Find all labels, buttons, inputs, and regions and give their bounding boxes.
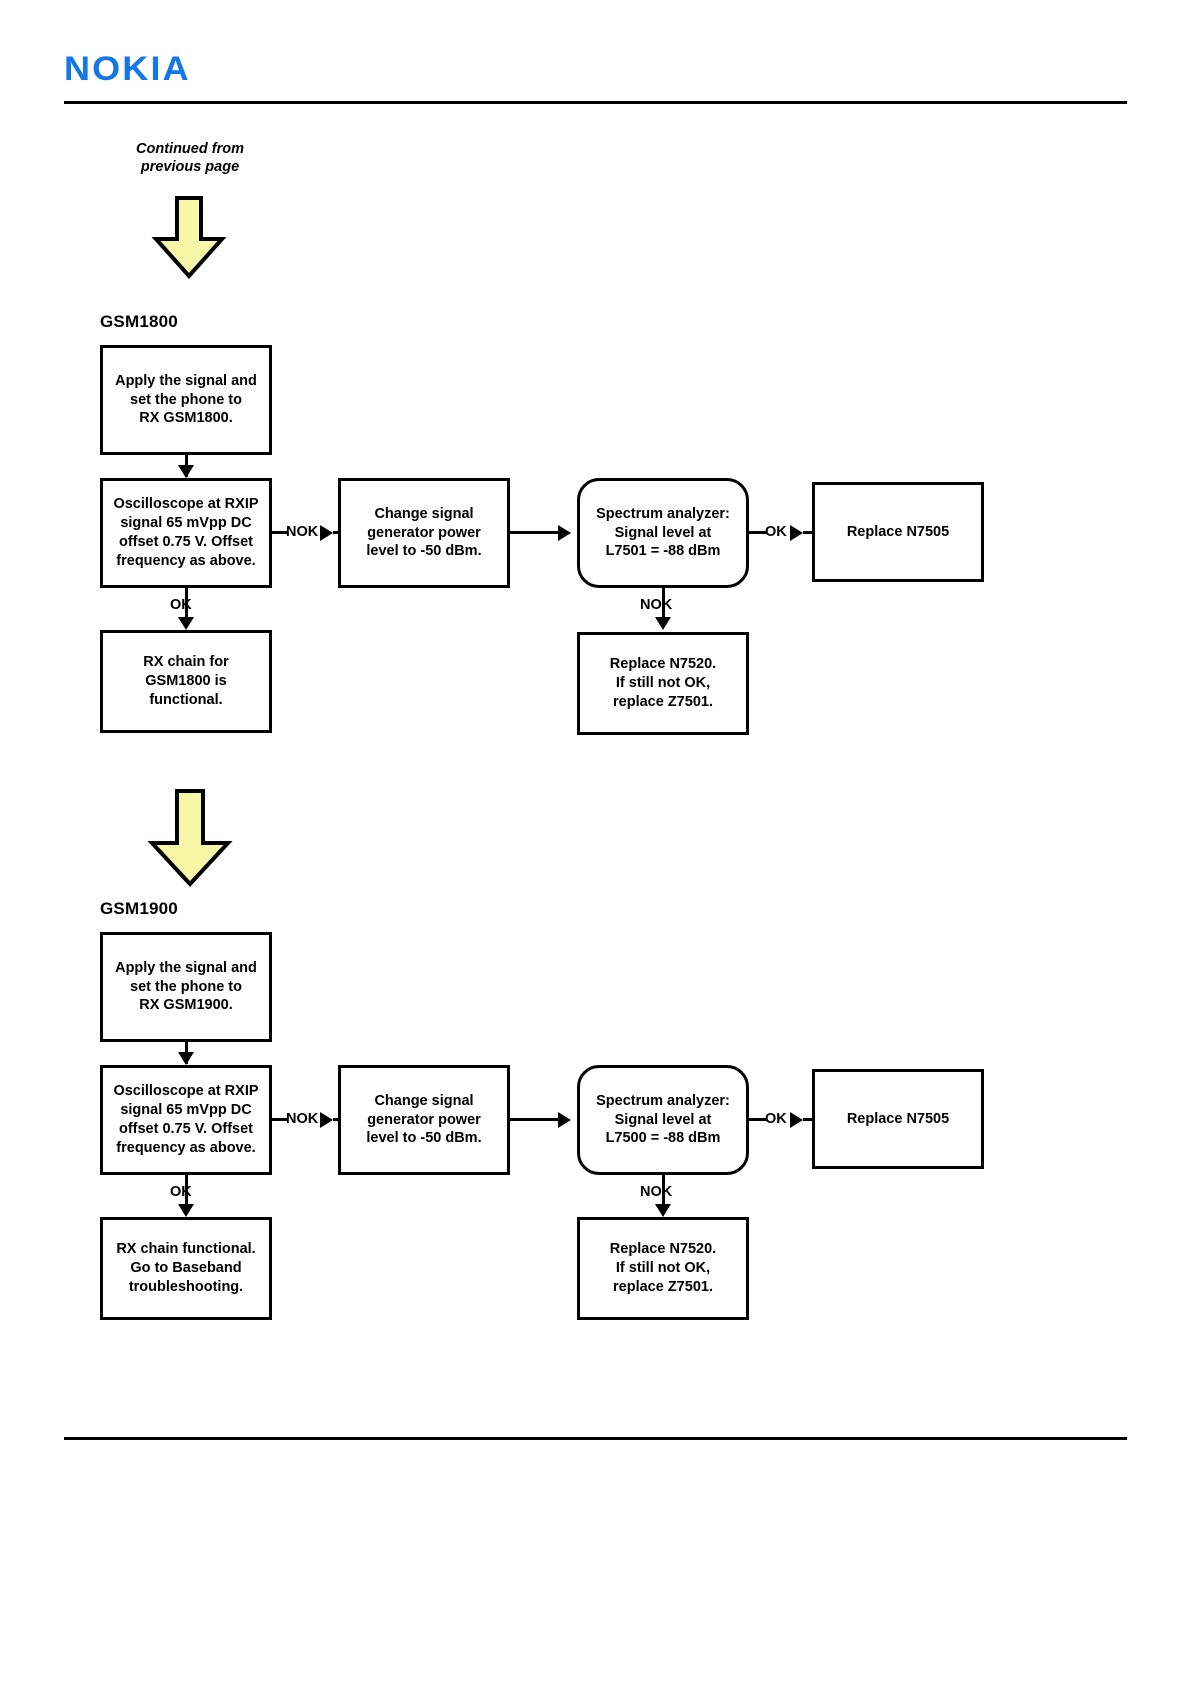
edge-label-nok-down-1: NOK	[640, 597, 673, 613]
edge-label-ok-spectrum-2: OK	[765, 1111, 787, 1127]
arrowhead-nok-down-2	[655, 1204, 671, 1217]
arrowhead-apply-to-oscilloscope-2	[178, 1052, 194, 1065]
connector-spectrum-to-replace-2-a	[749, 1118, 767, 1121]
box-rx-chain-functional-gsm1800[interactable]: RX chain for GSM1800 is functional.	[100, 630, 272, 733]
arrowhead-nok-osc-1	[320, 525, 333, 541]
flow-down-arrow-2	[146, 788, 234, 888]
arrowhead-ok-spectrum-2	[790, 1112, 803, 1128]
box-change-signal-generator-gsm1800[interactable]: Change signal generator power level to -…	[338, 478, 510, 588]
connector-osc-down-1	[185, 588, 188, 626]
box-oscilloscope-gsm1800[interactable]: Oscilloscope at RXIP signal 65 mVpp DC o…	[100, 478, 272, 588]
connector-spectrum-to-replace-2-b	[803, 1118, 813, 1121]
box-oscilloscope-gsm1900[interactable]: Oscilloscope at RXIP signal 65 mVpp DC o…	[100, 1065, 272, 1175]
box-spectrum-analyzer-gsm1900[interactable]: Spectrum analyzer: Signal level at L7500…	[577, 1065, 749, 1175]
edge-label-nok-osc-2: NOK	[286, 1111, 319, 1127]
edge-label-ok-down-2: OK	[170, 1184, 192, 1200]
header-rule	[64, 101, 1127, 104]
box-replace-n7505-gsm1800[interactable]: Replace N7505	[812, 482, 984, 582]
box-replace-n7520-gsm1900[interactable]: Replace N7520. If still not OK, replace …	[577, 1217, 749, 1320]
edge-label-ok-spectrum-1: OK	[765, 524, 787, 540]
connector-osc-to-change-2-b	[333, 1118, 338, 1121]
arrowhead-change-to-spectrum-1	[558, 525, 571, 541]
box-rx-chain-functional-gsm1900[interactable]: RX chain functional. Go to Baseband trou…	[100, 1217, 272, 1320]
box-replace-n7520-gsm1800[interactable]: Replace N7520. If still not OK, replace …	[577, 632, 749, 735]
box-replace-n7505-gsm1900[interactable]: Replace N7505	[812, 1069, 984, 1169]
connector-spectrum-down-1	[662, 588, 665, 626]
edge-label-nok-down-2: NOK	[640, 1184, 673, 1200]
connector-osc-to-change-1-b	[333, 531, 338, 534]
edge-label-nok-osc-1: NOK	[286, 524, 319, 540]
box-apply-signal-gsm1900[interactable]: Apply the signal and set the phone to RX…	[100, 932, 272, 1042]
arrowhead-nok-osc-2	[320, 1112, 333, 1128]
connector-osc-to-change-2-a	[272, 1118, 288, 1121]
arrowhead-nok-down-1	[655, 617, 671, 630]
arrowhead-ok-down-1	[178, 617, 194, 630]
section-label-gsm1800: GSM1800	[100, 312, 178, 331]
nokia-logo: NOKIA	[64, 50, 191, 88]
connector-spectrum-to-replace-1-a	[749, 531, 767, 534]
arrowhead-ok-spectrum-1	[790, 525, 803, 541]
box-apply-signal-gsm1800[interactable]: Apply the signal and set the phone to RX…	[100, 345, 272, 455]
connector-change-to-spectrum-2	[510, 1118, 562, 1121]
footer-rule	[64, 1437, 1127, 1440]
arrowhead-apply-to-oscilloscope-1	[178, 465, 194, 478]
connector-change-to-spectrum-1	[510, 531, 562, 534]
connector-spectrum-down-2	[662, 1175, 665, 1213]
connector-osc-down-2	[185, 1175, 188, 1213]
box-change-signal-generator-gsm1900[interactable]: Change signal generator power level to -…	[338, 1065, 510, 1175]
connector-spectrum-to-replace-1-b	[803, 531, 813, 534]
section-label-gsm1900: GSM1900	[100, 899, 178, 918]
arrowhead-change-to-spectrum-2	[558, 1112, 571, 1128]
continued-from-previous-page-note: Continued from previous page	[136, 141, 244, 176]
connector-osc-to-change-1-a	[272, 531, 288, 534]
edge-label-ok-down-1: OK	[170, 597, 192, 613]
flow-down-arrow-1	[150, 195, 228, 280]
arrowhead-ok-down-2	[178, 1204, 194, 1217]
box-spectrum-analyzer-gsm1800[interactable]: Spectrum analyzer: Signal level at L7501…	[577, 478, 749, 588]
